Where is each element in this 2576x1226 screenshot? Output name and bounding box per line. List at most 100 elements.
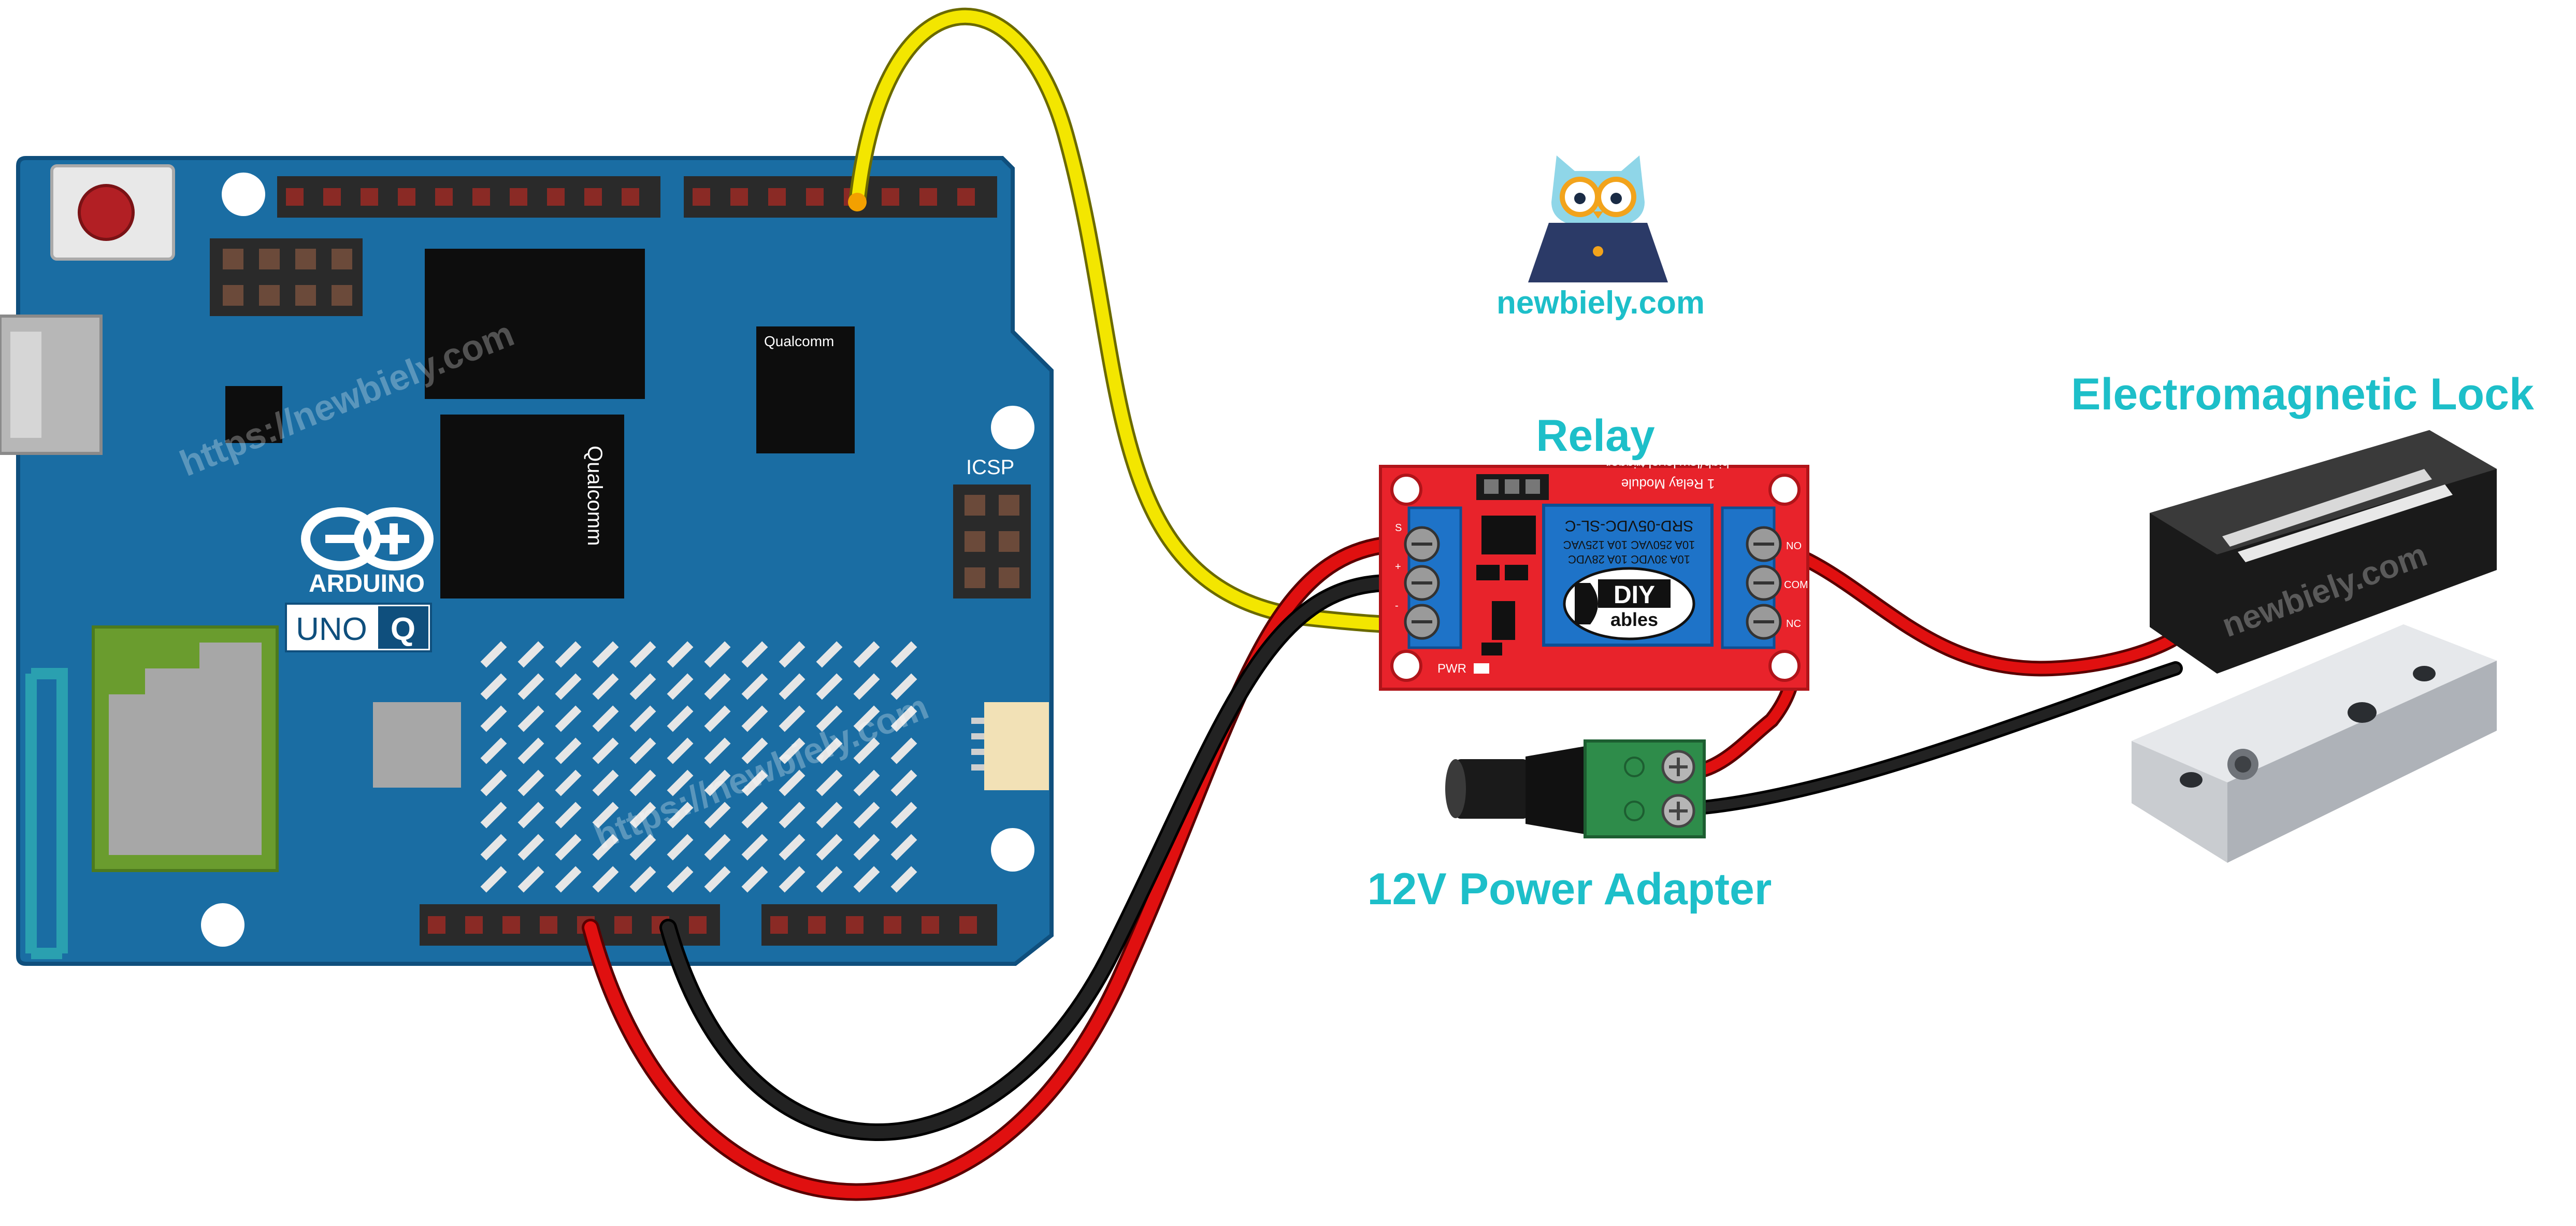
lock-negative-wire [1687, 661, 2183, 816]
svg-text:S: S [1395, 522, 1402, 534]
led-element [555, 769, 582, 796]
main-chip [425, 249, 645, 399]
header-pin [846, 916, 864, 934]
led-element [704, 802, 731, 829]
led-element [592, 769, 619, 796]
header-pin [770, 916, 788, 934]
led-element [853, 769, 880, 796]
led-element [816, 641, 843, 668]
svg-text:1 Relay Module: 1 Relay Module [1621, 476, 1715, 492]
qualcomm-chip-small: Qualcomm [756, 326, 855, 453]
reset-button[interactable] [50, 164, 175, 261]
adapter-terminal [1584, 739, 1706, 838]
armature-hole [2348, 702, 2377, 723]
led-element [779, 673, 805, 700]
svg-text:high/low level trigger: high/low level trigger [1606, 455, 1729, 471]
led-element [555, 802, 582, 829]
led-element [816, 802, 843, 829]
header-pin [323, 188, 341, 206]
antenna-trace [25, 668, 68, 959]
led-element [704, 641, 731, 668]
led-element [667, 705, 694, 732]
led-element [592, 705, 619, 732]
led-element [592, 866, 619, 893]
led-element [853, 673, 880, 700]
led-element [704, 705, 731, 732]
lock-positive-wire [1759, 536, 2183, 677]
transistor [1492, 601, 1515, 640]
newbiely-logo: newbiely.com [1496, 155, 1705, 321]
header-pin [689, 916, 707, 934]
dc-power-adapter [1445, 739, 1706, 838]
vcc-wire [582, 535, 1402, 1201]
grey-pad [373, 702, 461, 788]
uno-q-badge: UNO Q [285, 603, 432, 652]
svg-text:NC: NC [1786, 618, 1801, 630]
armature-hole [2180, 772, 2203, 788]
led-element [555, 866, 582, 893]
optocoupler [1481, 516, 1536, 554]
led-element [890, 737, 917, 764]
led-element [592, 834, 619, 861]
led-element [629, 705, 656, 732]
led-element [704, 737, 731, 764]
led-element [667, 737, 694, 764]
header-pin [502, 916, 520, 934]
input-terminal-block [1404, 506, 1462, 649]
svg-text:PWR: PWR [1437, 662, 1466, 676]
led-element [517, 769, 544, 796]
led-element [816, 769, 843, 796]
led-element [517, 802, 544, 829]
armature-hole [2413, 666, 2436, 681]
led-element [890, 802, 917, 829]
led-element [779, 802, 805, 829]
header-pin [922, 916, 939, 934]
relay-mount-hole [1768, 474, 1801, 506]
led-element [517, 641, 544, 668]
led-element [629, 834, 656, 861]
led-element [853, 705, 880, 732]
led-element [741, 834, 768, 861]
led-element [517, 834, 544, 861]
led-element [480, 769, 507, 796]
small-chip [225, 386, 282, 443]
header-pin [768, 188, 786, 206]
led-element [816, 834, 843, 861]
svg-text:ICSP: ICSP [966, 456, 1014, 479]
header-pin [510, 188, 527, 206]
led-element [704, 866, 731, 893]
led-element [779, 769, 805, 796]
led-element [741, 737, 768, 764]
header-pin [882, 188, 899, 206]
svg-text:Qualcomm: Qualcomm [764, 333, 834, 349]
bottom-header-right [761, 904, 997, 946]
led-element [853, 866, 880, 893]
led-element [704, 769, 731, 796]
led-element [667, 769, 694, 796]
led-element [629, 866, 656, 893]
minus-icon [1624, 801, 1645, 821]
gnd-wire [659, 574, 1402, 1141]
led-element [629, 641, 656, 668]
top-header-right [684, 176, 997, 218]
top-header-left [277, 176, 660, 218]
header-pin [614, 916, 632, 934]
mounting-hole [991, 828, 1034, 872]
led-element [592, 802, 619, 829]
led-element [592, 737, 619, 764]
led-element [629, 802, 656, 829]
logo-text: newbiely.com [1496, 285, 1705, 321]
led-element [779, 641, 805, 668]
svg-text:Qualcomm: Qualcomm [583, 446, 606, 546]
led-element [779, 834, 805, 861]
header-pin [693, 188, 710, 206]
led-element [629, 673, 656, 700]
trigger-jumper[interactable] [1476, 474, 1549, 500]
led-element [741, 866, 768, 893]
debug-header [210, 238, 363, 316]
led-element [890, 834, 917, 861]
led-element [890, 705, 917, 732]
led-matrix [480, 641, 917, 893]
led-element [779, 866, 805, 893]
header-pin [361, 188, 378, 206]
